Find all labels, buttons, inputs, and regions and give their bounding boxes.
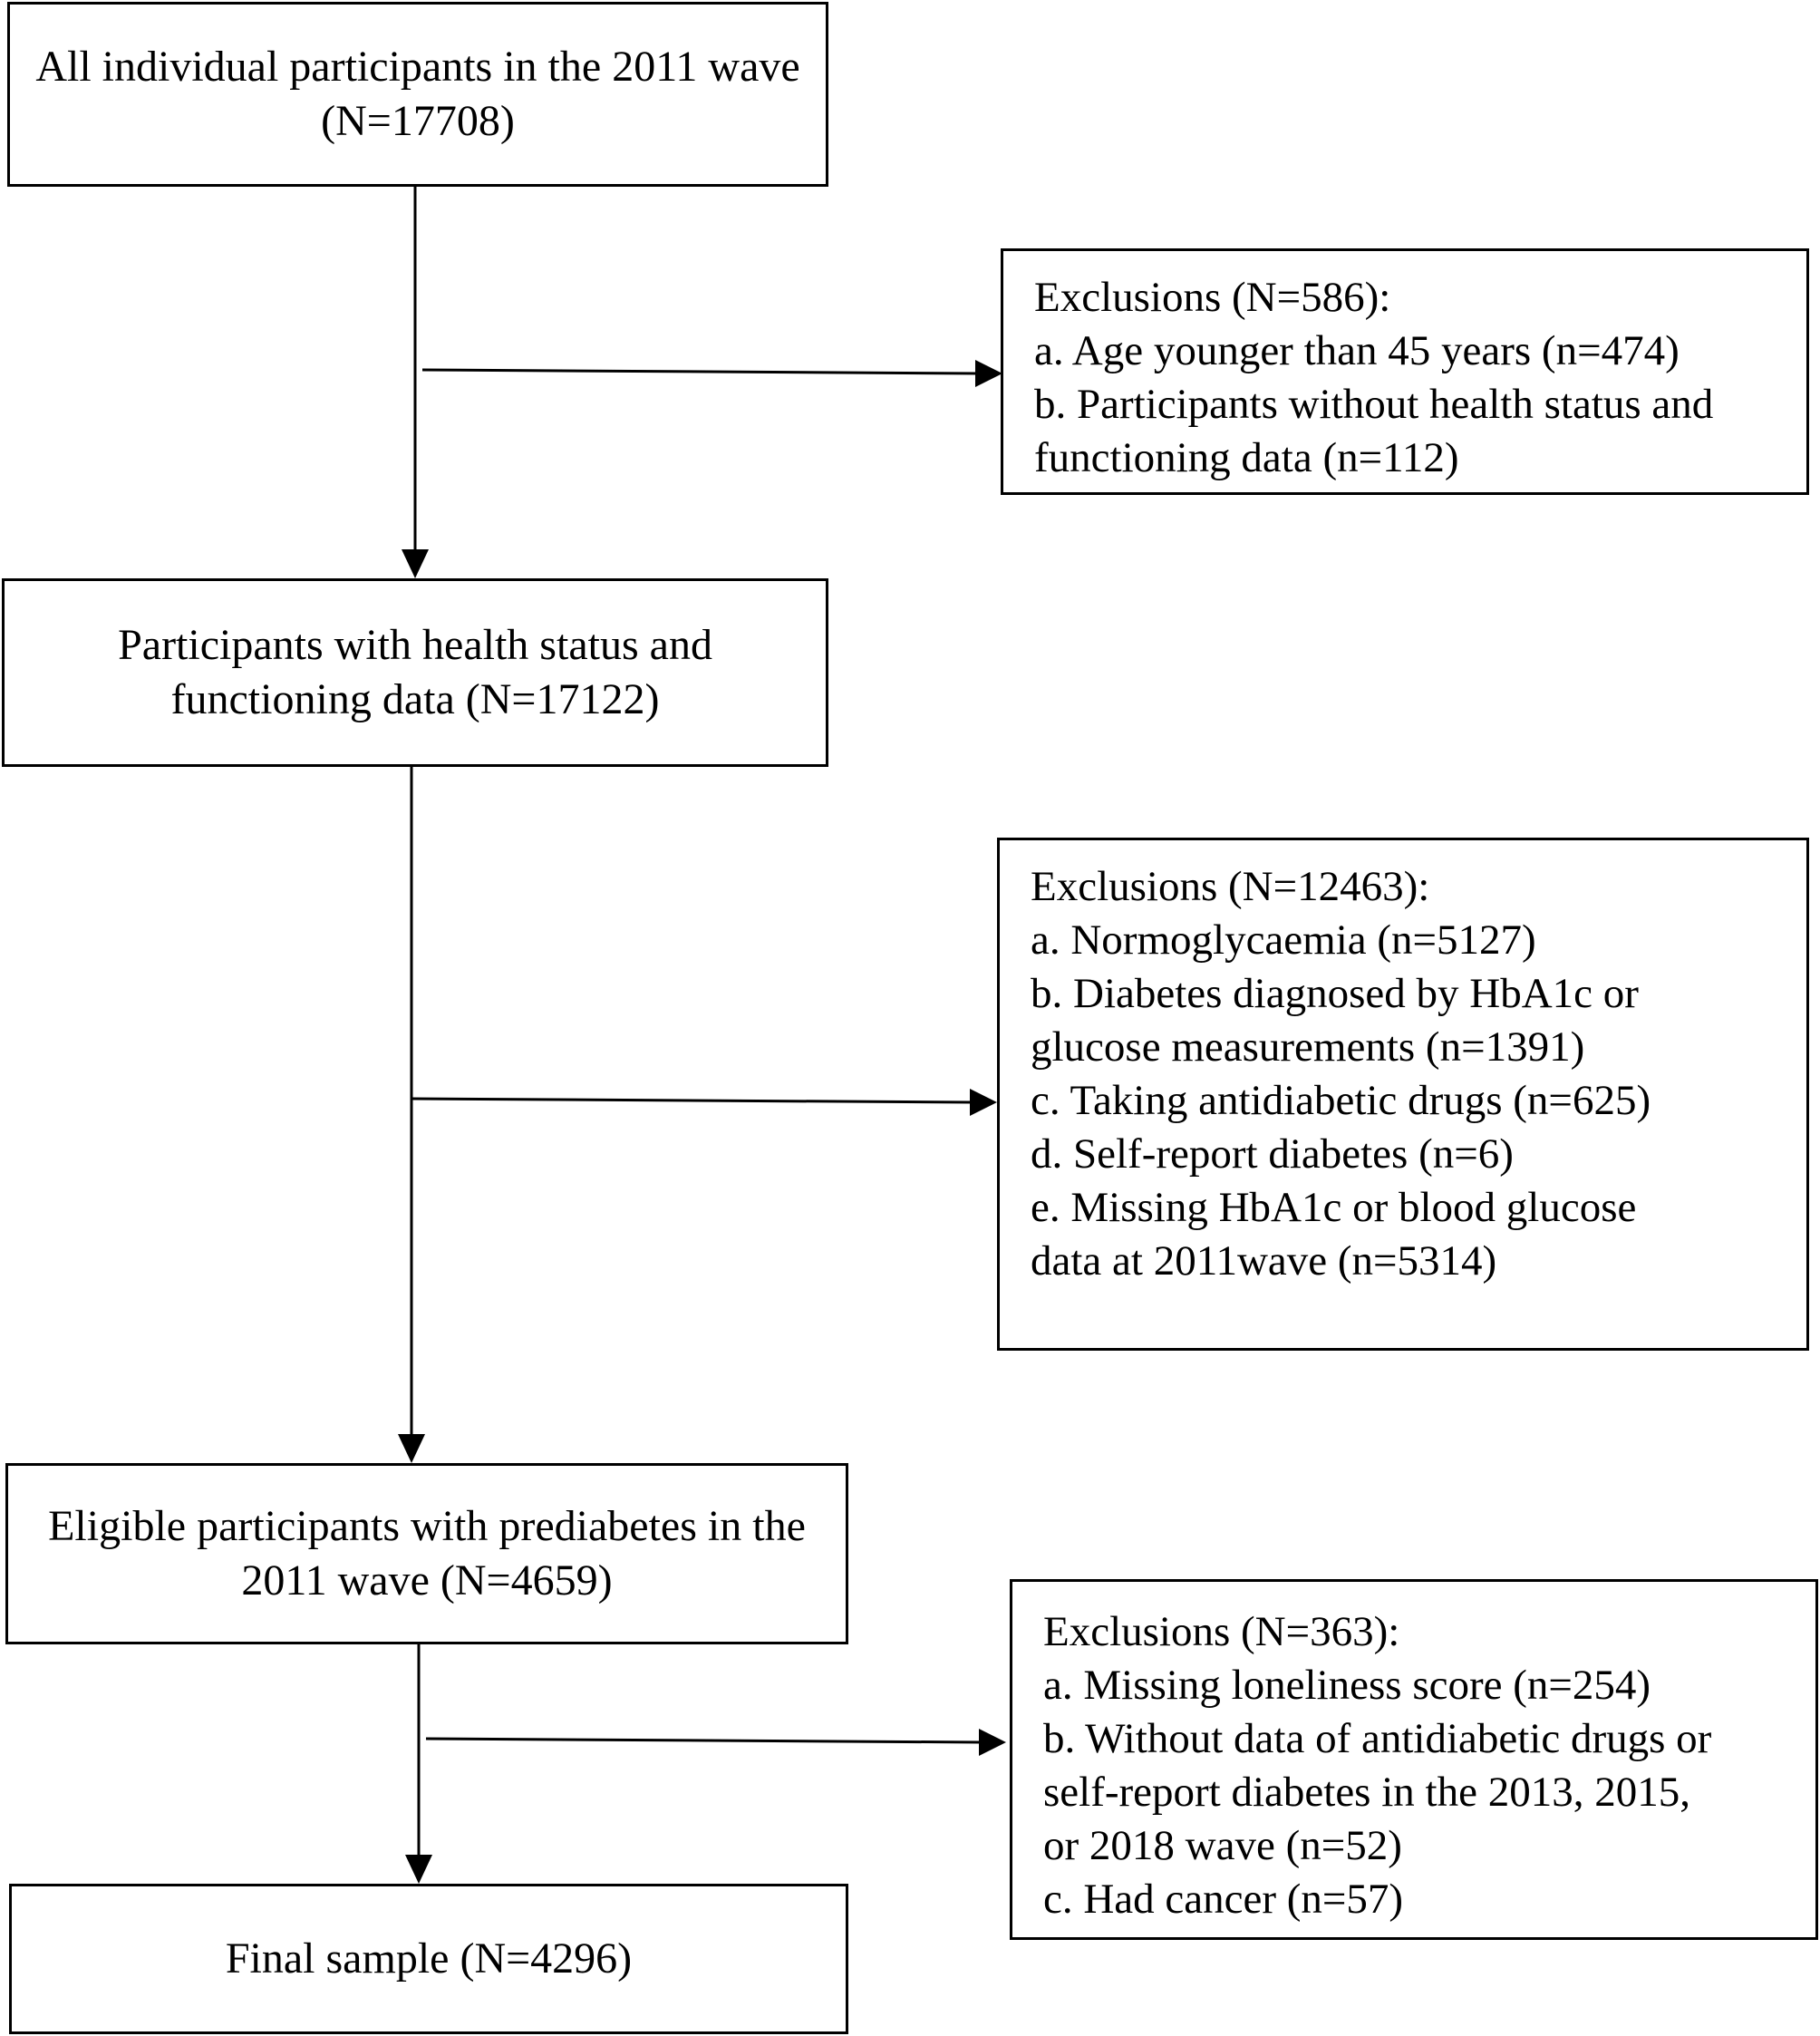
exclusion-3-line: a. Missing loneliness score (n=254) — [1043, 1662, 1651, 1709]
box-health-status-participants-text: Participants with health status and func… — [118, 621, 712, 723]
box-eligible-prediabetes: Eligible participants with prediabetes i… — [5, 1463, 848, 1644]
exclusion-2-line: Exclusions (N=12463): — [1031, 863, 1430, 910]
arrowhead-exclusion-3 — [979, 1729, 1006, 1756]
exclusion-2-line: b. Diabetes diagnosed by HbA1c or — [1031, 970, 1639, 1017]
exclusion-2-line: glucose measurements (n=1391) — [1031, 1023, 1585, 1071]
box-final-sample-text: Final sample (N=4296) — [225, 1934, 633, 1983]
exclusion-3-line: or 2018 wave (n=52) — [1043, 1822, 1402, 1869]
arrow-to-exclusion-3 — [425, 1737, 983, 1744]
exclusion-box-3: Exclusions (N=363): a. Missing lonelines… — [1010, 1579, 1818, 1940]
exclusion-1-line: functioning data (n=112) — [1034, 434, 1459, 481]
arrowhead-box3 — [398, 1434, 425, 1463]
arrowhead-box4 — [405, 1855, 432, 1884]
exclusion-2-line: data at 2011wave (n=5314) — [1031, 1237, 1497, 1285]
exclusion-2-line: e. Missing HbA1c or blood glucose — [1031, 1184, 1637, 1231]
arrow-to-exclusion-2 — [411, 1097, 974, 1104]
arrowhead-exclusion-1 — [975, 360, 1002, 387]
exclusion-1-line: a. Age younger than 45 years (n=474) — [1034, 327, 1680, 374]
exclusion-2-line: a. Normoglycaemia (n=5127) — [1031, 916, 1536, 964]
exclusion-1-line: Exclusions (N=586): — [1034, 274, 1391, 321]
box-all-participants-text: All individual participants in the 2011 … — [35, 43, 800, 145]
exclusion-3-line: c. Had cancer (n=57) — [1043, 1876, 1404, 1923]
arrowhead-box2 — [402, 549, 429, 578]
exclusion-1-line: b. Participants without health status an… — [1034, 381, 1714, 428]
arrowhead-exclusion-2 — [970, 1089, 997, 1116]
exclusion-3-line: self-report diabetes in the 2013, 2015, — [1043, 1769, 1690, 1816]
box-eligible-prediabetes-text: Eligible participants with prediabetes i… — [48, 1502, 806, 1605]
exclusion-2-line: d. Self-report diabetes (n=6) — [1031, 1130, 1514, 1178]
exclusion-box-2: Exclusions (N=12463): a. Normoglycaemia … — [997, 838, 1809, 1351]
exclusion-3-line: Exclusions (N=363): — [1043, 1608, 1400, 1655]
box-all-participants: All individual participants in the 2011 … — [7, 2, 828, 187]
box-final-sample: Final sample (N=4296) — [9, 1884, 848, 2034]
exclusion-3-line: b. Without data of antidiabetic drugs or — [1043, 1715, 1712, 1762]
exclusion-box-1: Exclusions (N=586): a. Age younger than … — [1001, 248, 1809, 495]
box-health-status-participants: Participants with health status and func… — [2, 578, 828, 767]
arrow-to-exclusion-1 — [421, 368, 980, 375]
exclusion-2-line: c. Taking antidiabetic drugs (n=625) — [1031, 1077, 1651, 1124]
